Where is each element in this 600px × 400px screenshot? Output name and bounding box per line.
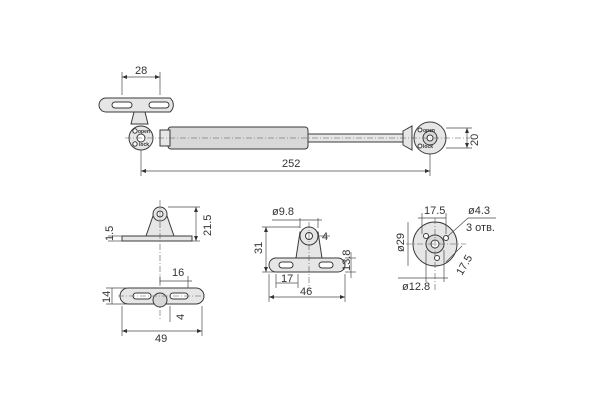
right-lock-icon <box>417 143 423 149</box>
dim-17-5-top-label: 17.5 <box>424 205 445 217</box>
dim-28-label: 28 <box>135 65 147 77</box>
dim-flange-center-dia: ø12.8 <box>398 250 448 293</box>
dim-bracket-length: 46 <box>268 274 346 302</box>
dim-side-height: 21.5 <box>168 206 214 242</box>
dim-bracket-hole: ø9.8 <box>272 206 322 228</box>
left-slot-1 <box>111 101 133 109</box>
dim-21-5-label: 21.5 <box>202 215 214 236</box>
dim-top-slot-spacing: 28 <box>121 65 161 95</box>
center-slot-2 <box>318 261 334 269</box>
dim-side-thickness: 1.5 <box>104 226 122 242</box>
right-lock-label: lock <box>423 144 433 150</box>
right-open-icon <box>417 127 423 133</box>
dim-bracket-4-label: 4 <box>322 231 328 243</box>
open-indicator-icon <box>132 128 138 134</box>
center-bracket <box>268 222 346 290</box>
dim-4-3-label: ø4.3 <box>468 205 490 217</box>
dim-bottom-length: 49 <box>121 306 203 345</box>
center-slot-1 <box>278 261 294 269</box>
bottom-view-bracket <box>118 287 205 308</box>
dim-17-label: 17 <box>281 273 293 285</box>
right-end-neck <box>402 125 413 151</box>
dim-12-8-label: ø12.8 <box>402 281 430 293</box>
dim-end-height: 20 <box>446 127 481 149</box>
dim-bottom-width: 14 <box>101 287 126 305</box>
dim-17-5-diag-label: 17.5 <box>454 253 475 278</box>
dim-bottom-slot-width: 4 <box>169 306 187 322</box>
flange-hole-3 <box>434 255 440 261</box>
dim-46-label: 46 <box>300 286 312 298</box>
dim-20-label: 20 <box>469 134 481 146</box>
dim-bracket-height: 31 <box>253 226 300 273</box>
dim-4-label: 4 <box>175 314 187 320</box>
dim-16-label: 16 <box>172 267 184 279</box>
gas-strut-assembly: open lock open lock <box>98 97 470 155</box>
right-open-label: open <box>423 128 435 134</box>
dim-13-8-label: 13.8 <box>341 250 353 271</box>
dim-hole-count-label: 3 отв. <box>466 222 495 234</box>
dim-9-8-label: ø9.8 <box>272 206 294 218</box>
left-mount-stem <box>130 111 149 125</box>
dim-14-label: 14 <box>101 291 113 303</box>
dim-31-label: 31 <box>253 242 265 254</box>
dim-bottom-slot-spacing: 16 <box>159 267 192 288</box>
dim-flange-top-offset: 17.5 <box>418 205 447 234</box>
round-flange <box>406 218 466 290</box>
lock-indicator-icon <box>132 141 138 147</box>
dim-bracket-offset: 4 <box>318 231 330 243</box>
dim-49-label: 49 <box>155 333 167 345</box>
dim-bracket-slot-height: 13.8 <box>341 250 356 278</box>
bottom-boss <box>152 292 168 308</box>
side-base-plate <box>121 235 193 242</box>
dim-overall-length: 252 <box>140 150 431 176</box>
dim-252-label: 252 <box>282 158 300 170</box>
dim-29-label: ø29 <box>395 233 407 252</box>
dim-1-5-label: 1.5 <box>104 226 116 241</box>
dim-flange-hole-callout: ø4.3 3 отв. <box>446 205 496 238</box>
left-slot-2 <box>148 101 170 109</box>
flange-hole-1 <box>423 233 429 239</box>
lock-label: lock <box>139 142 149 148</box>
dim-flange-pcd: ø29 <box>395 222 409 266</box>
dim-bracket-slot-spacing: 17 <box>275 273 299 288</box>
open-label: open <box>138 129 150 135</box>
